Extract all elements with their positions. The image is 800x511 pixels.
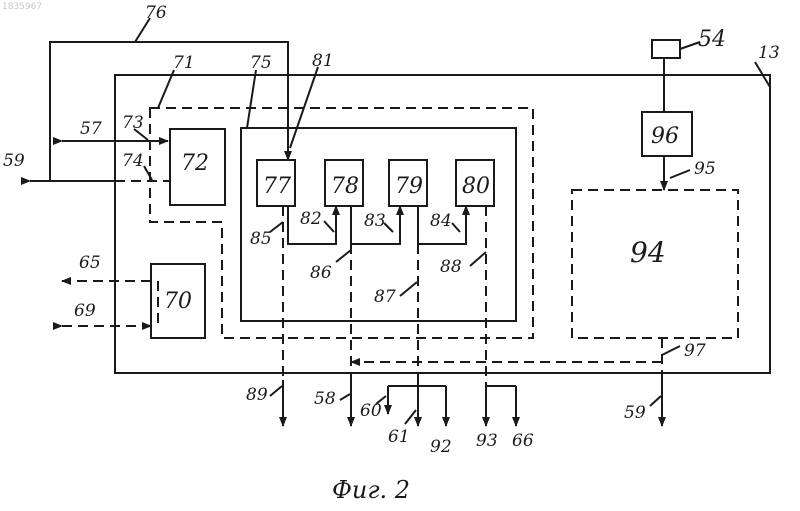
- block-79-label: 79: [395, 174, 423, 199]
- block-96-label: 96: [651, 124, 679, 149]
- label-87: 87: [374, 287, 396, 307]
- block-80-label: 80: [462, 174, 490, 199]
- label-83: 83: [364, 211, 386, 231]
- leader-88: [470, 252, 486, 266]
- label-88: 88: [440, 257, 462, 277]
- block-78-label: 78: [331, 174, 359, 199]
- label-65: 65: [79, 253, 101, 273]
- label-82: 82: [300, 209, 322, 229]
- label-73: 73: [122, 113, 144, 133]
- label-75: 75: [250, 53, 272, 73]
- label-60: 60: [360, 401, 382, 421]
- label-59-bottom: 59: [624, 403, 646, 423]
- watermark: 1835967: [2, 2, 42, 12]
- leader-54: [680, 42, 700, 49]
- block-54-label: 54: [698, 27, 726, 52]
- block-72-label: 72: [181, 151, 209, 176]
- leader-89: [270, 386, 282, 396]
- label-92: 92: [430, 437, 452, 457]
- label-81: 81: [312, 51, 334, 71]
- label-85: 85: [250, 229, 272, 249]
- leader-61: [405, 410, 416, 424]
- leader-59-bottom: [650, 396, 661, 406]
- block-13-label: 13: [758, 43, 780, 63]
- leader-97: [662, 346, 680, 355]
- label-86: 86: [310, 263, 332, 283]
- leader-85: [270, 222, 283, 232]
- label-66: 66: [512, 431, 534, 451]
- label-76: 76: [145, 3, 167, 23]
- block-94-label: 94: [630, 236, 666, 269]
- leader-86: [336, 250, 351, 262]
- label-95: 95: [694, 159, 716, 179]
- label-58: 58: [314, 389, 336, 409]
- label-89: 89: [246, 385, 268, 405]
- leader-75: [247, 70, 256, 128]
- label-97: 97: [684, 341, 706, 361]
- label-57: 57: [80, 119, 102, 139]
- label-59-left: 59: [3, 151, 25, 171]
- leader-84: [452, 223, 460, 232]
- label-69: 69: [74, 301, 96, 321]
- leader-95: [670, 170, 690, 178]
- label-93: 93: [476, 431, 498, 451]
- figure-caption: Фиг. 2: [332, 476, 410, 504]
- block-70-label: 70: [164, 289, 192, 314]
- leader-58: [340, 394, 350, 400]
- label-84: 84: [430, 211, 452, 231]
- label-61: 61: [388, 427, 410, 447]
- leader-82: [324, 221, 334, 232]
- label-74: 74: [122, 151, 144, 171]
- block-54: [652, 40, 680, 58]
- block-77-label: 77: [263, 174, 291, 199]
- label-71: 71: [173, 53, 195, 73]
- leader-87: [400, 282, 417, 296]
